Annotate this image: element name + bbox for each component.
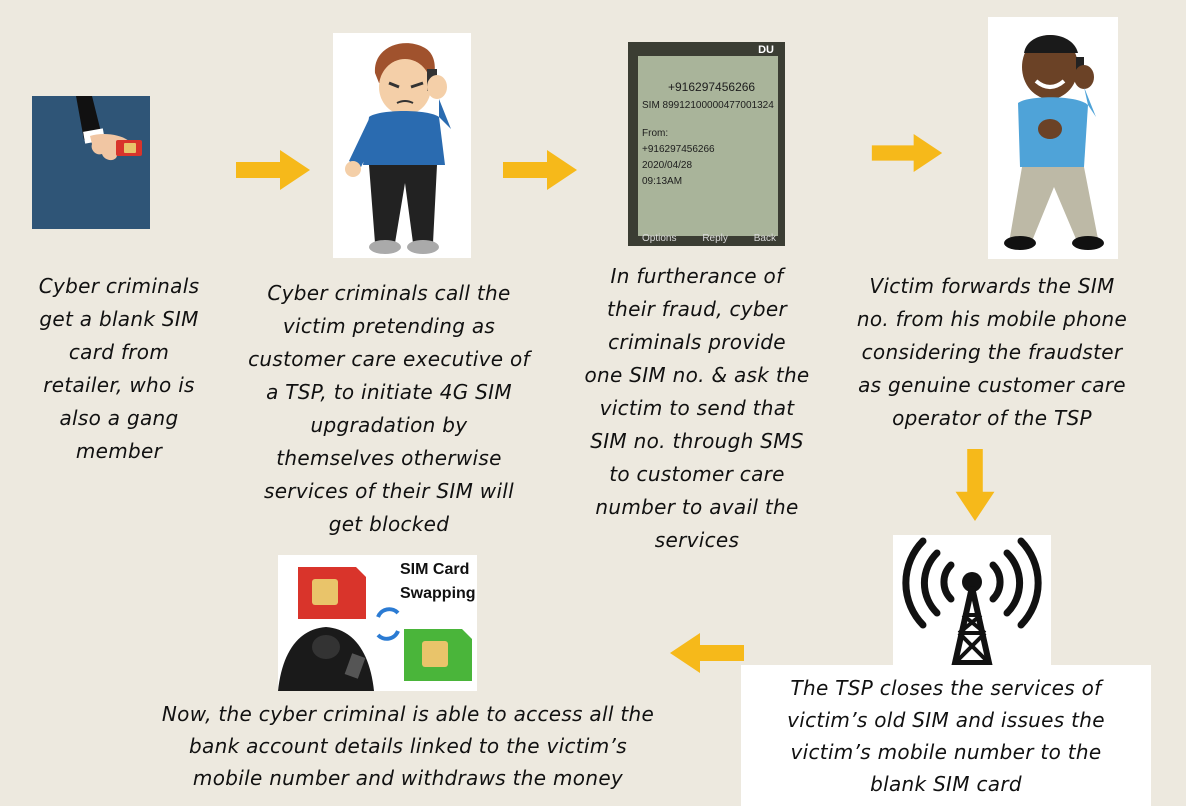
sms-from-label: From: — [642, 128, 669, 139]
step-2-caption: Cyber criminals call the victim pretendi… — [248, 281, 530, 536]
arrow-right-icon — [503, 150, 577, 190]
phone-sms-screen: DU +916297456266 SIM 8991210000047700132… — [628, 42, 785, 246]
sim-swap-title-line2: Swapping — [400, 585, 476, 602]
sms-from-number: +916297456266 — [642, 144, 715, 155]
criminal-on-phone-image — [333, 33, 471, 258]
phone-screen-display: DU +916297456266 SIM 8991210000047700132… — [638, 44, 778, 236]
step-5-caption: The TSP closes the services of victim’s … — [787, 676, 1105, 796]
victim-on-phone-image — [988, 17, 1118, 259]
step-3-caption: In furtherance of their fraud, cyber cri… — [584, 264, 810, 552]
sim-swap-title-line1: SIM Card — [400, 561, 470, 578]
phone-carrier-label: DU — [758, 44, 774, 56]
arrow-left-icon — [670, 633, 744, 673]
step-6-caption: Now, the cyber criminal is able to acces… — [161, 702, 655, 790]
phone-softkeys: Options Reply Back — [642, 233, 776, 244]
arrow-down-icon — [955, 449, 995, 521]
sms-date: 2020/04/28 — [642, 160, 693, 171]
back-softkey: Back — [753, 233, 776, 244]
sms-time: 09:13AM — [642, 176, 683, 187]
step-1-caption: Cyber criminals get a blank SIM card fro… — [38, 274, 200, 463]
arrow-right-icon — [236, 150, 310, 190]
arrow-right-icon — [871, 134, 943, 172]
options-softkey: Options — [642, 233, 677, 244]
sms-body: SIM 89912100000477001324 — [642, 100, 774, 111]
sms-sender: +916297456266 — [668, 80, 756, 94]
broadcast-tower-image — [893, 535, 1051, 665]
sim-swap-image: SIM Card Swapping — [278, 555, 477, 691]
step-5-caption-box — [741, 665, 1151, 806]
step-4-caption: Victim forwards the SIM no. from his mob… — [856, 274, 1128, 430]
hand-sim-card-image — [32, 96, 150, 229]
reply-softkey: Reply — [702, 233, 728, 244]
